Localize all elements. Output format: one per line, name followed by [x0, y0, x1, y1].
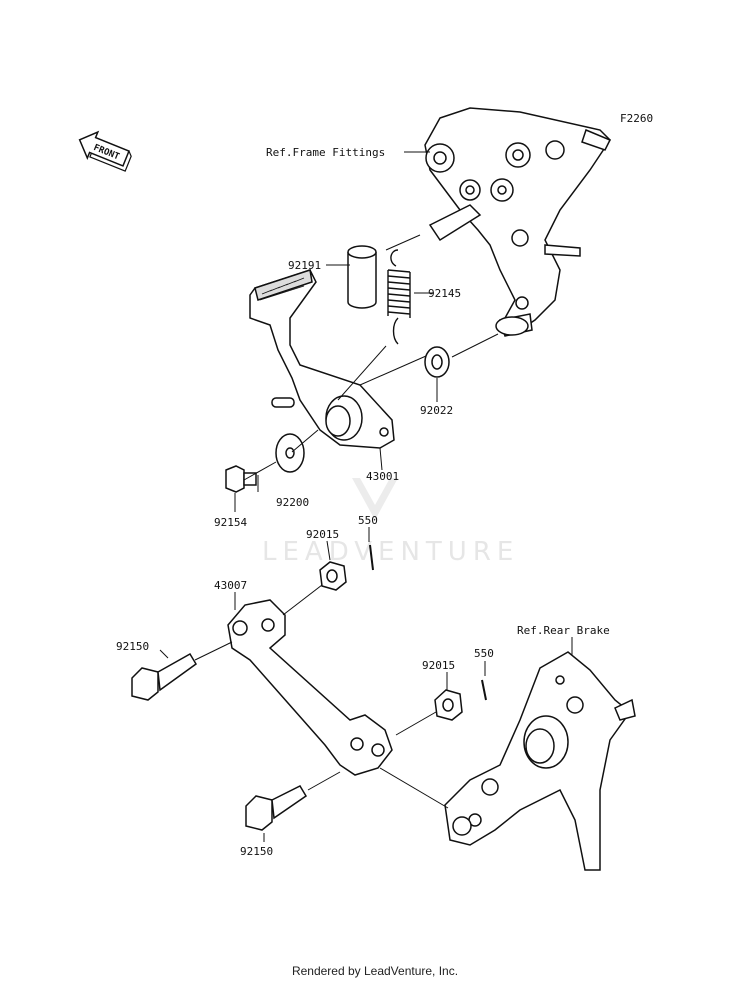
watermark-text: LEADVENTURE	[262, 537, 519, 567]
spacer-92191	[347, 245, 377, 309]
ref-rear-brake-label: Ref.Rear Brake	[517, 624, 610, 637]
frame-fittings-drawing	[424, 107, 612, 337]
front-arrow-icon: FRONT	[78, 130, 132, 172]
bolt-92150-upper	[131, 652, 197, 701]
part-label-43007: 43007	[214, 579, 247, 592]
cotter-pin-550-lower	[481, 679, 487, 701]
credit-text: Rendered by LeadVenture, Inc.	[291, 964, 459, 978]
brake-pedal-43001	[249, 269, 395, 449]
part-label-92200: 92200	[276, 496, 309, 509]
part-label-92015-lower: 92015	[422, 659, 455, 672]
bolt-92150-lower	[245, 785, 308, 831]
figure-code: F2260	[620, 112, 653, 125]
rod-43007	[227, 599, 393, 776]
watermark: LEADVENTURE	[262, 478, 519, 567]
nut-92015-upper	[319, 561, 347, 591]
leader-lines	[159, 151, 573, 842]
nut-92015-lower	[434, 689, 463, 721]
washer-92022	[424, 346, 450, 378]
ref-frame-fittings-label: Ref.Frame Fittings	[266, 146, 385, 159]
part-label-92150-lower: 92150	[240, 845, 273, 858]
part-label-92191: 92191	[288, 259, 321, 272]
rear-brake-drawing	[444, 651, 636, 871]
part-label-550-lower: 550	[474, 647, 494, 660]
part-label-92015-upper: 92015	[306, 528, 339, 541]
part-label-92022: 92022	[420, 404, 453, 417]
washer-92200	[275, 433, 305, 473]
spring-92145	[387, 249, 411, 345]
part-label-43001: 43001	[366, 470, 399, 483]
part-label-92150-upper: 92150	[116, 640, 149, 653]
cotter-pin-550-upper	[369, 544, 374, 571]
part-label-92145: 92145	[428, 287, 461, 300]
part-label-550-upper: 550	[358, 514, 378, 527]
bolt-92154	[225, 465, 257, 493]
part-label-92154: 92154	[214, 516, 247, 529]
